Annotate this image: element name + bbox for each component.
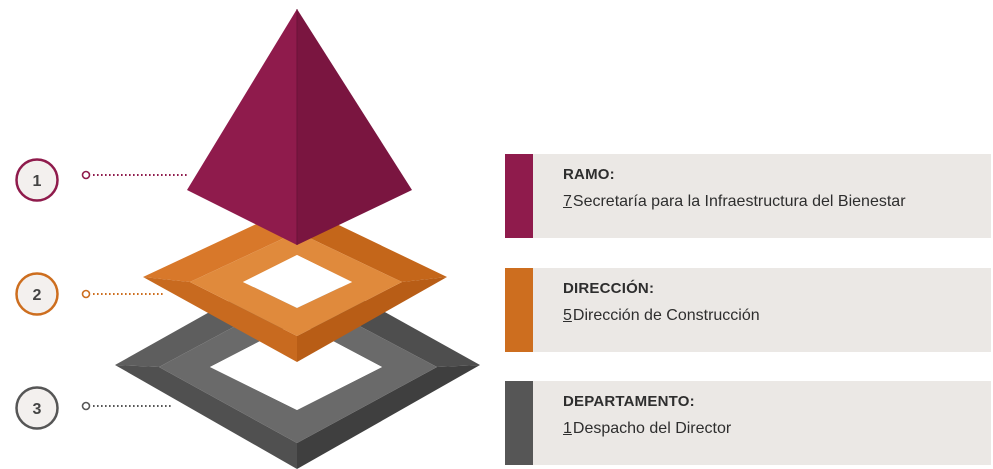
level-2-marker-circle [15, 272, 59, 316]
level-3-frame-front-right [297, 365, 480, 469]
level-2-name: Dirección de Construcción [572, 307, 760, 324]
level-1-heading: RAMO: [563, 166, 615, 183]
level-1-leader-dot [81, 170, 91, 180]
level-3-marker-circle [15, 386, 59, 430]
level-1-code: 7 [563, 193, 572, 210]
level-1-info-box: RAMO: 7Secretaría para la Infraestructur… [505, 154, 991, 238]
pyramid-right-face [297, 9, 412, 245]
level-3-number: 3 [33, 401, 42, 418]
level-3-inner-edge [210, 322, 382, 410]
level-3-heading: DEPARTAMENTO: [563, 393, 695, 410]
level-3-name: Despacho del Director [572, 420, 732, 437]
level-2-code: 5 [563, 307, 572, 324]
level-1-marker-circle [15, 158, 59, 202]
level-2-description: 5Dirección de Construcción [563, 304, 975, 327]
level-2-number: 2 [33, 287, 42, 304]
level-2-info-box: DIRECCIÓN: 5Dirección de Construcción [505, 268, 991, 352]
level-1-content: RAMO: 7Secretaría para la Infraestructur… [563, 163, 975, 213]
level-2-marker: 2 [15, 272, 163, 316]
level-3-description: 1Despacho del Director [563, 417, 975, 440]
pyramid-left-face [187, 9, 297, 245]
level-1-color-swatch [505, 154, 533, 238]
level-2-inner-edge [243, 255, 352, 308]
level-2-color-swatch [505, 268, 533, 352]
level-3-info-box: DEPARTAMENTO: 1Despacho del Director [505, 381, 991, 465]
level-2-heading: DIRECCIÓN: [563, 280, 655, 297]
level-2-inner-ring [190, 232, 402, 336]
level-3-content: DEPARTAMENTO: 1Despacho del Director [563, 390, 975, 440]
level-3-code: 1 [563, 420, 572, 437]
level-3-leader-dot [81, 401, 91, 411]
level-1-description: 7Secretaría para la Infraestructura del … [563, 190, 975, 213]
level-1-number: 1 [33, 173, 42, 190]
level-2-frame-front-left [143, 277, 297, 362]
level-1-marker: 1 [15, 158, 188, 202]
level-3-frame-front-left [115, 365, 297, 469]
level-1-name: Secretaría para la Infraestructura del B… [572, 193, 906, 210]
level-3-frame [115, 263, 480, 469]
level-2-content: DIRECCIÓN: 5Dirección de Construcción [563, 277, 975, 327]
level-2-frame-front-right [297, 277, 447, 362]
level-3-color-swatch [505, 381, 533, 465]
level-3-marker: 3 [15, 386, 172, 430]
level-2-leader-dot [81, 289, 91, 299]
level-1-pyramid [187, 9, 412, 245]
level-3-inner-ring [159, 293, 437, 443]
